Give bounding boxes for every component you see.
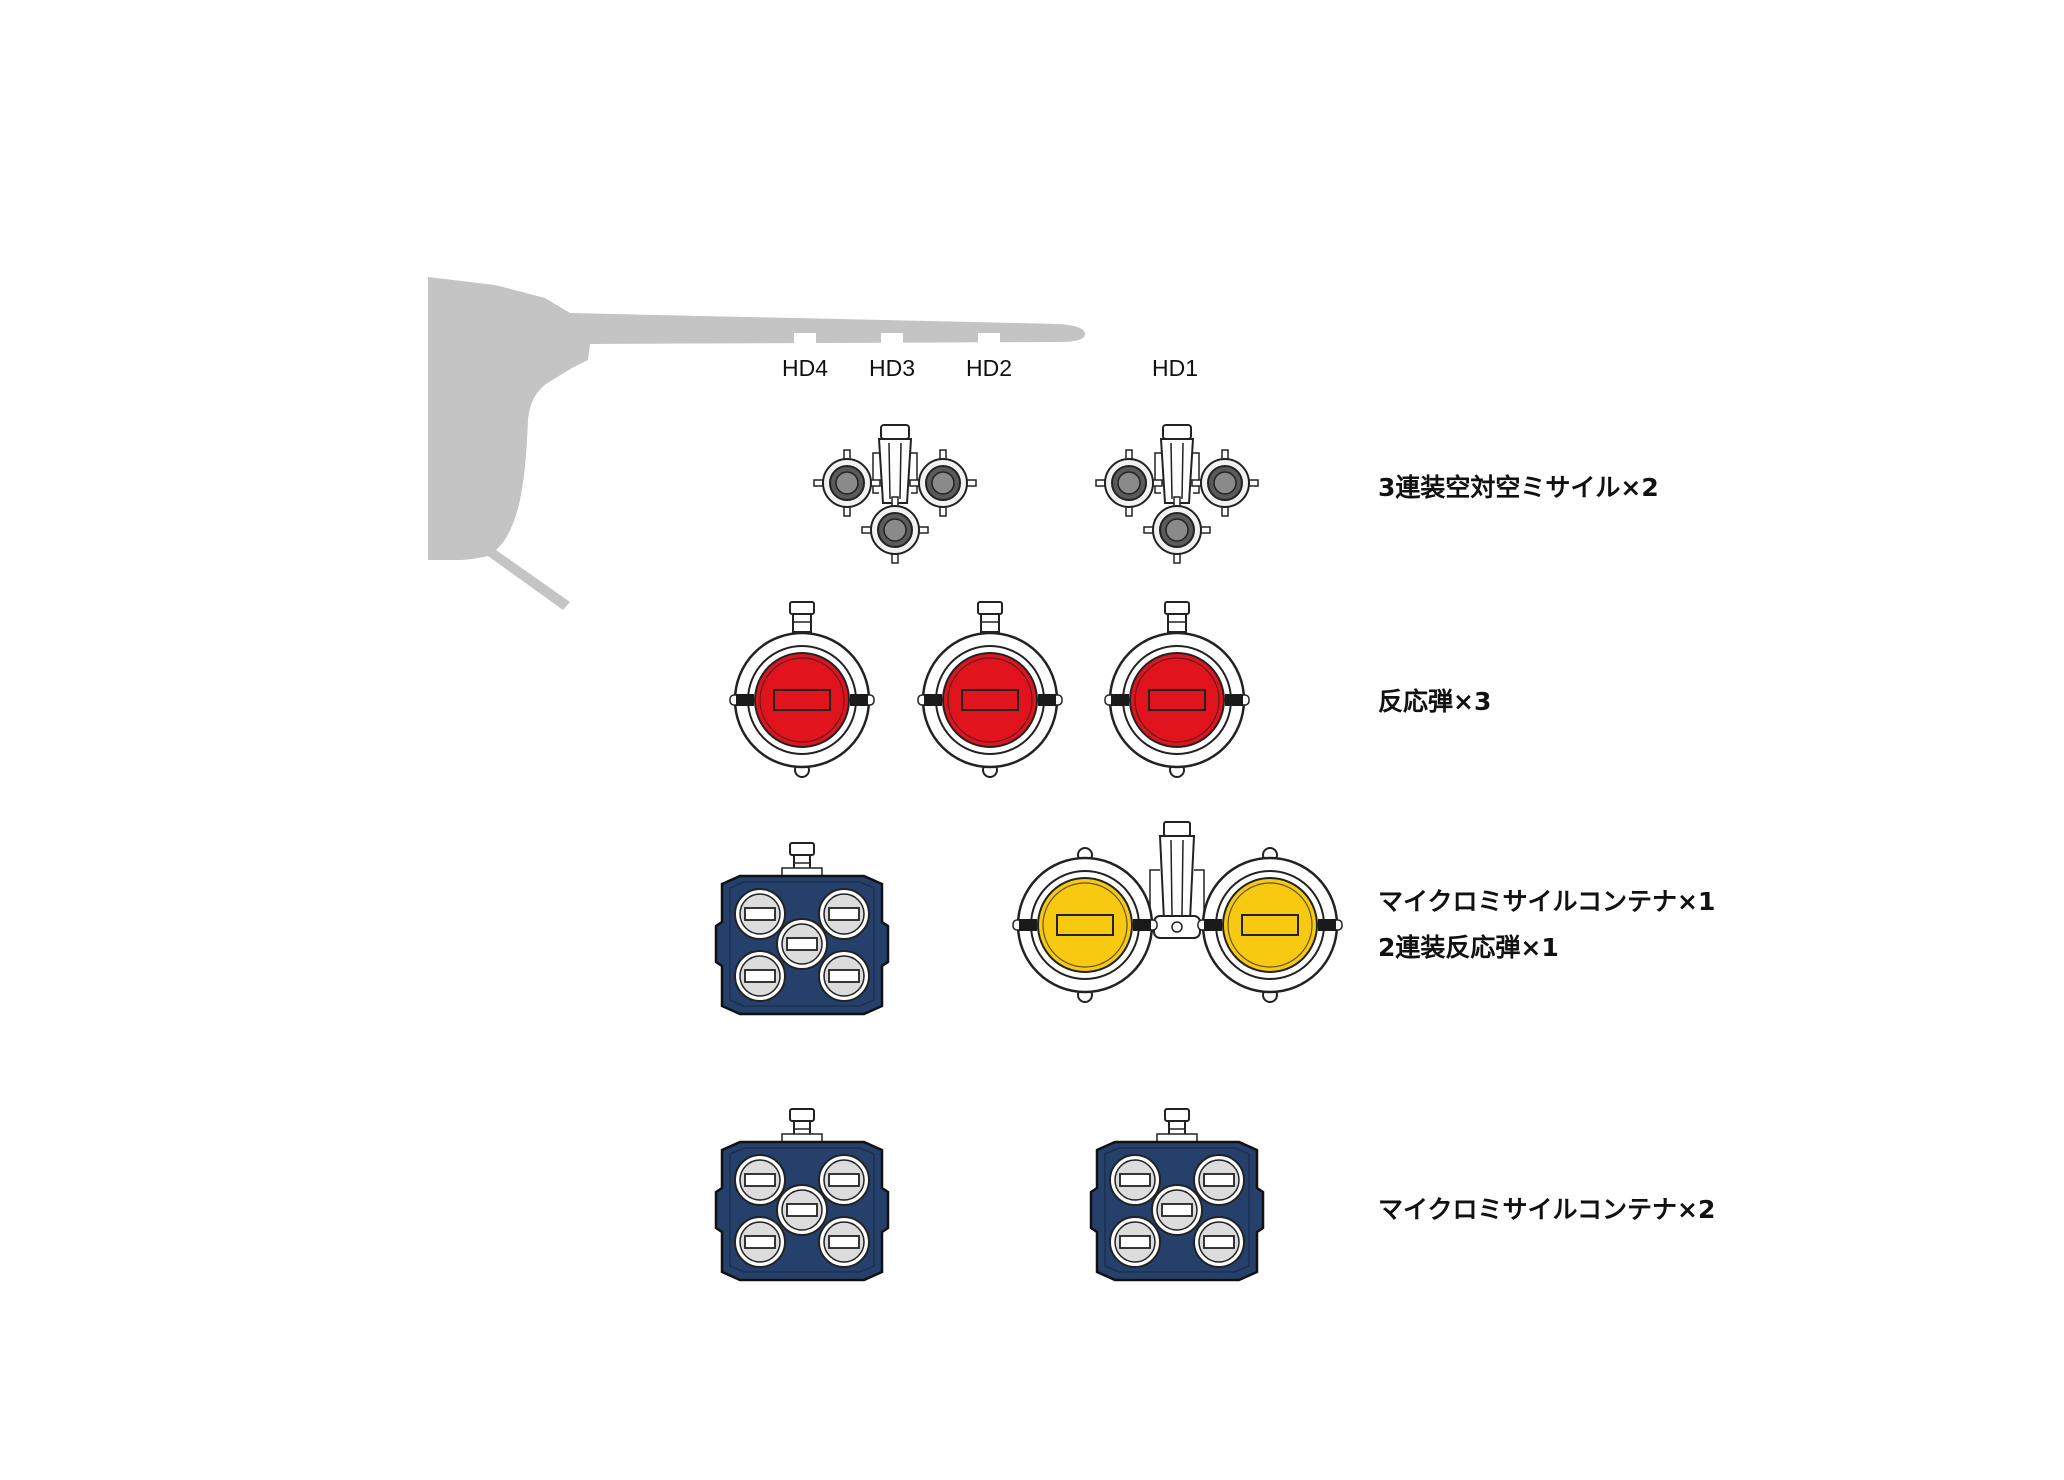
hardpoint-label-hd1: HD1 — [1152, 355, 1198, 381]
label-reactive-warhead: 反応弾×3 — [1378, 687, 1491, 716]
hardpoint-tabs — [794, 333, 1186, 344]
micro-missile-container-1 — [716, 843, 888, 1014]
reactive-warhead-2 — [916, 600, 1064, 779]
aa-missile-pod-left — [814, 425, 976, 563]
reactive-warhead-3 — [1103, 600, 1251, 779]
micro-missile-container-2 — [716, 1109, 888, 1280]
hardpoint-label-hd2: HD2 — [966, 355, 1012, 381]
reactive-warhead-1 — [728, 600, 876, 779]
micro-missile-container-3 — [1091, 1109, 1263, 1280]
aa-missile-pod-right — [1096, 425, 1258, 563]
twin-reactive-warhead — [1012, 821, 1343, 1003]
label-micro-container-1: マイクロミサイルコンテナ×1 — [1378, 887, 1715, 916]
label-aa-missile: 3連装空対空ミサイル×2 — [1378, 473, 1659, 502]
label-micro-container-2: マイクロミサイルコンテナ×2 — [1378, 1195, 1715, 1224]
hardpoint-label-hd4: HD4 — [782, 355, 828, 381]
wing-silhouette — [428, 277, 1085, 610]
label-twin-reactive: 2連装反応弾×1 — [1378, 933, 1559, 962]
hardpoint-label-hd3: HD3 — [869, 355, 915, 381]
